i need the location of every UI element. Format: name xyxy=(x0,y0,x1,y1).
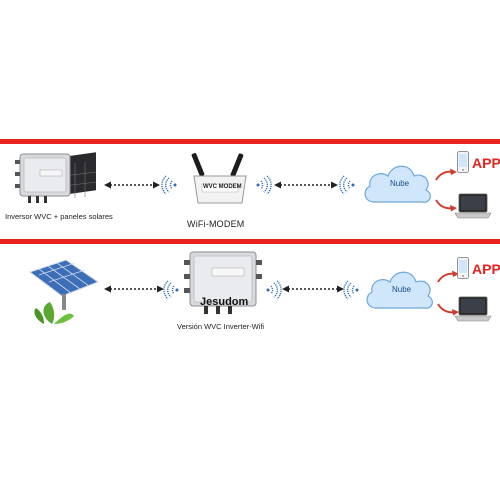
inverter-wifi-label: Versión WVC Inverter-Wifi xyxy=(177,322,265,331)
inverter-panels-label: Inversor WVC + paneles solares xyxy=(5,212,113,221)
wifi-signal-icon xyxy=(343,280,359,300)
cloud-icon xyxy=(366,271,433,309)
wifi-signal-icon xyxy=(163,280,179,300)
inverter-icon xyxy=(184,251,262,314)
red-arrow-to-laptop xyxy=(437,303,459,316)
app-label: APP xyxy=(472,155,500,171)
app-label: APP xyxy=(472,261,500,277)
red-arrow-to-phone xyxy=(435,168,457,181)
modem-badge-text: WVC MODEM xyxy=(203,184,242,190)
top-red-divider xyxy=(0,139,500,144)
middle-red-divider xyxy=(0,239,500,244)
dotted-arrow-3 xyxy=(104,285,164,293)
wifi-signal-icon xyxy=(161,175,177,195)
laptop-icon xyxy=(454,296,492,322)
dotted-arrow-4 xyxy=(282,285,344,293)
dotted-arrow-1 xyxy=(104,181,160,189)
cloud-label: Nube xyxy=(392,285,412,294)
wifi-modem-icon xyxy=(191,153,247,204)
solar-panel-plant-icon xyxy=(28,259,100,324)
cloud-icon xyxy=(364,165,431,203)
smartphone-icon xyxy=(457,151,469,173)
red-arrow-to-phone xyxy=(437,270,459,283)
laptop-icon xyxy=(454,193,492,219)
watermark-text: Jesudom xyxy=(200,296,249,308)
dotted-arrow-2 xyxy=(274,181,338,189)
red-arrow-to-laptop xyxy=(435,199,457,212)
wifi-signal-icon xyxy=(266,280,282,300)
smartphone-icon xyxy=(457,257,469,279)
wifi-signal-icon xyxy=(256,175,272,195)
wifi-signal-icon xyxy=(339,175,355,195)
inverter-with-panels-icon xyxy=(15,152,97,203)
wifi-modem-label: WiFi-MODEM xyxy=(187,219,245,229)
cloud-label: Nube xyxy=(390,179,410,188)
